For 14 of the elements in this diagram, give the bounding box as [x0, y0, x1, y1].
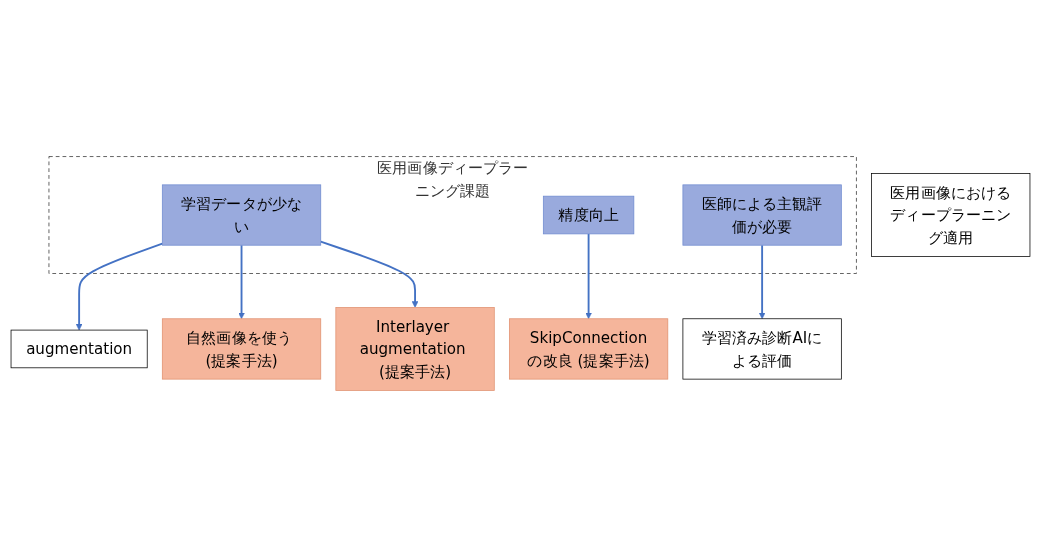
node-box: 自然画像を使う (提案手法) — [161, 318, 322, 380]
node-box: 医用画像におけるディープラーニング適用 — [871, 173, 1031, 257]
node-box: 精度向上 — [542, 195, 635, 235]
node-box: 学習済み診断AIによる評価 — [682, 318, 842, 380]
node-box: Interlayer augmentation (提案手法) — [335, 307, 495, 391]
arrow — [319, 240, 419, 308]
arrow — [758, 244, 766, 320]
node-box: 学習データが少ない — [161, 184, 322, 246]
arrow — [585, 232, 592, 320]
arrow — [238, 244, 245, 320]
arrow — [75, 242, 164, 331]
node-box: 医師による主観評価が必要 — [682, 184, 842, 246]
node-box: SkipConnectionの改良 (提案手法) — [509, 318, 669, 380]
node-box: augmentation — [10, 329, 148, 369]
